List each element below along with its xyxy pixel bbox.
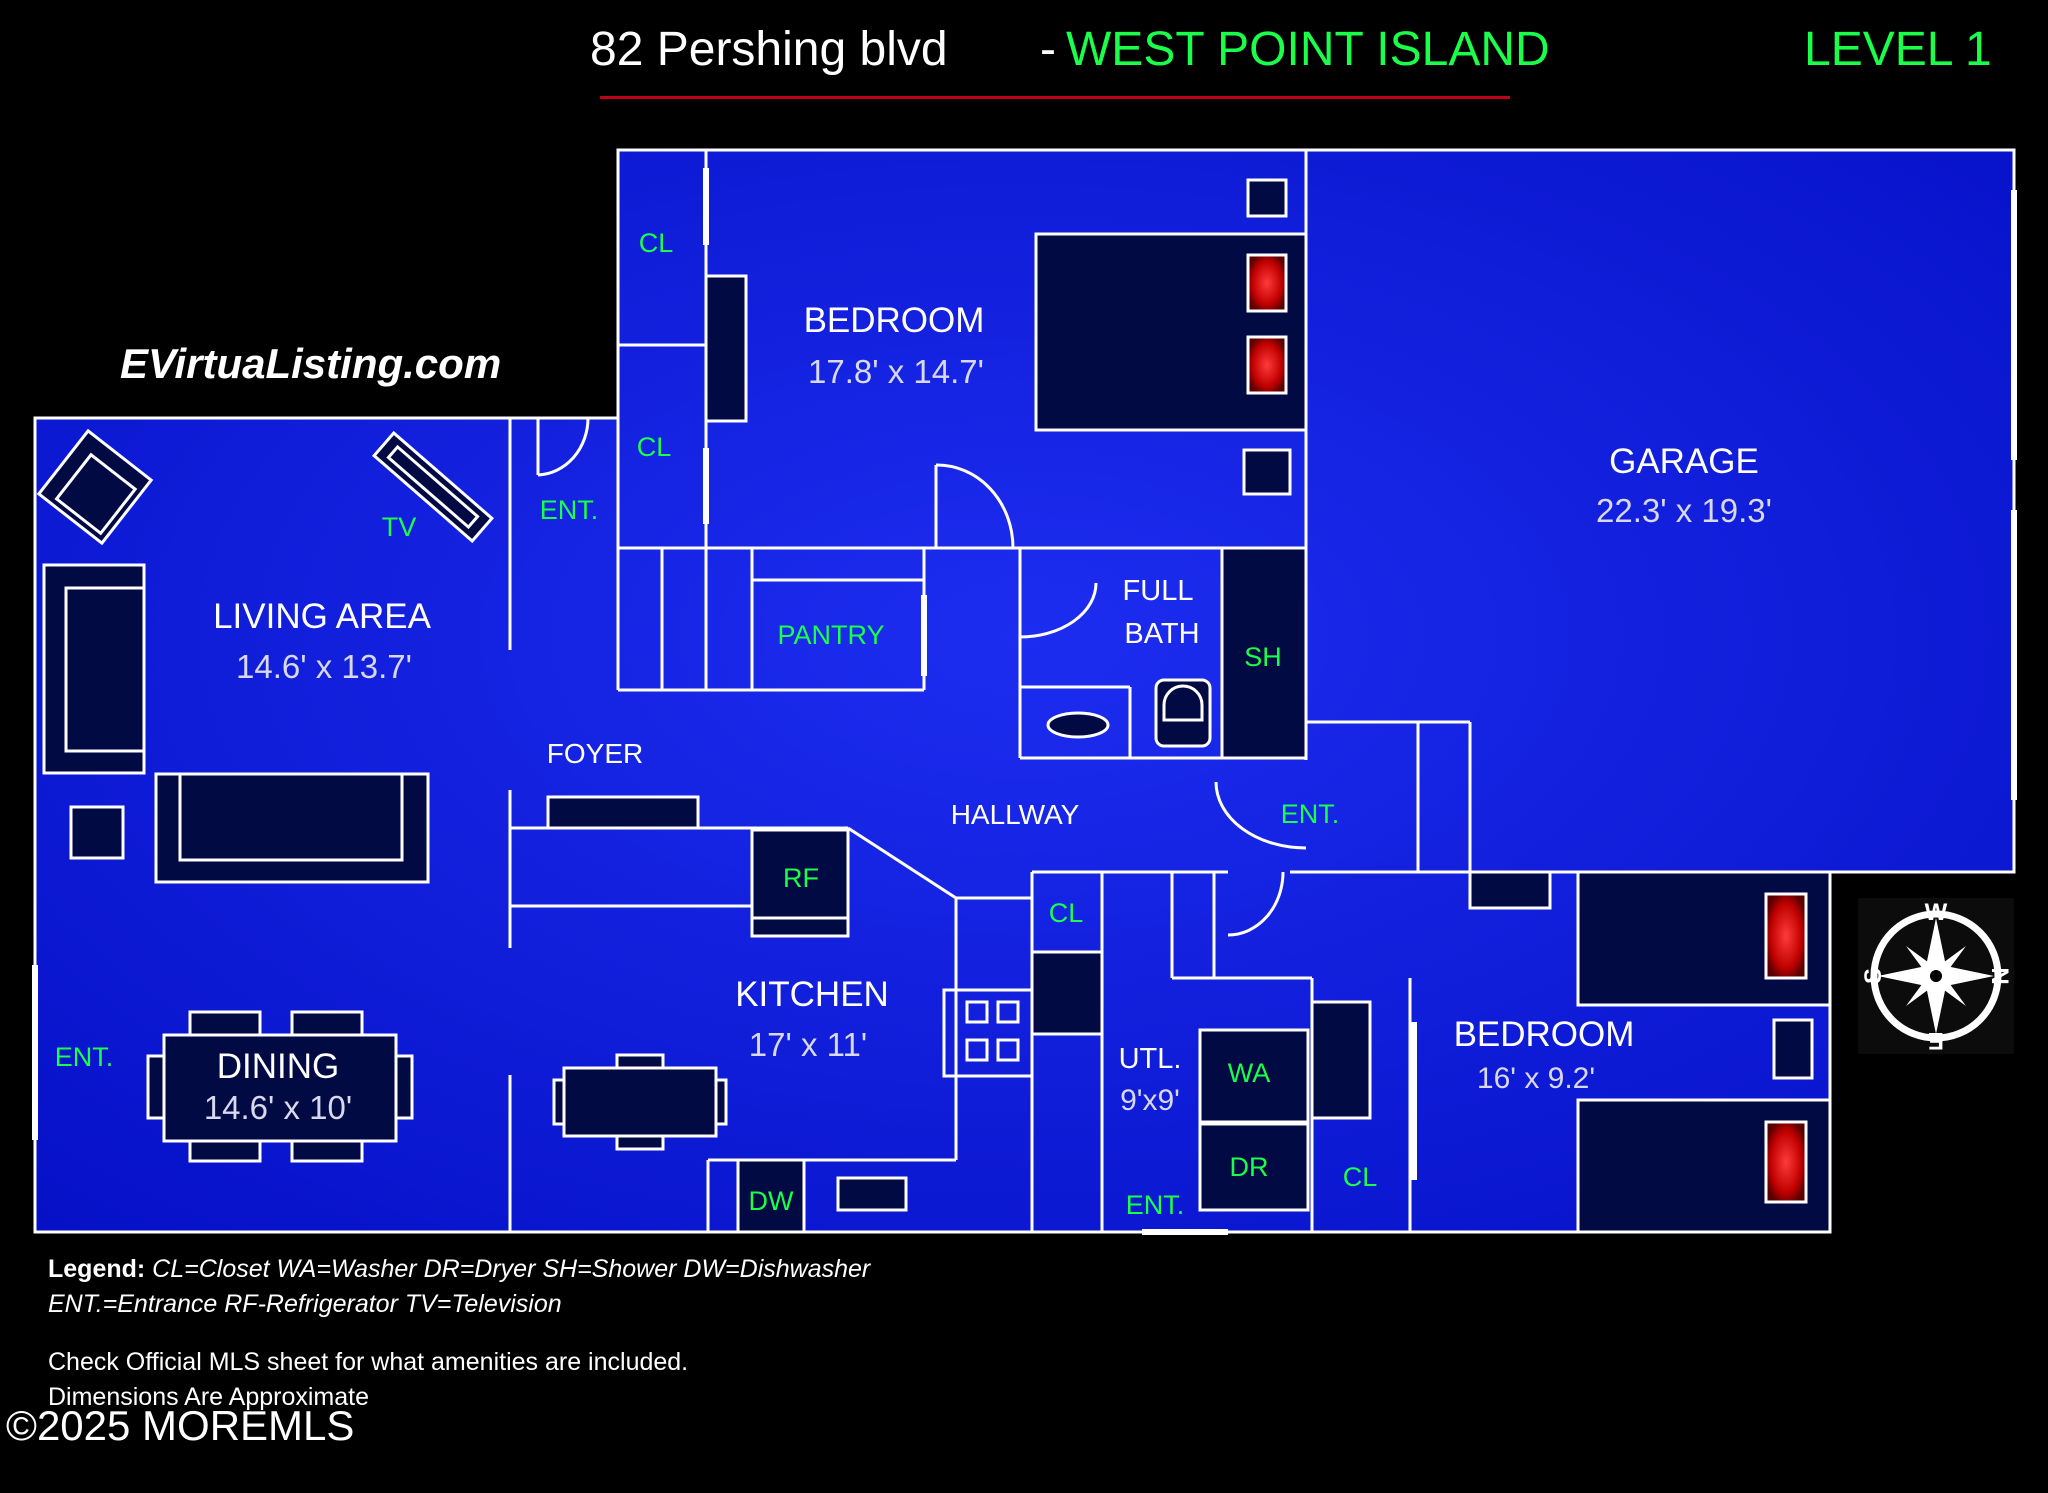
stove-burners xyxy=(965,1000,1020,1062)
compass-letter-n: N xyxy=(1986,967,2013,984)
room-name-foyer: FOYER xyxy=(547,738,643,769)
label-entrance-foyer: ENT. xyxy=(540,495,599,525)
label-shower: SH xyxy=(1244,642,1282,672)
room-name-hallway: HALLWAY xyxy=(951,799,1080,830)
title-separator: - xyxy=(1040,23,1056,76)
title-place: WEST POINT ISLAND xyxy=(1066,23,1550,76)
room-name-dining: DINING xyxy=(217,1047,340,1086)
label-entrance-dining: ENT. xyxy=(55,1042,114,1072)
room-name-bath-line2: BATH xyxy=(1124,618,1199,650)
room-dims-bedroom-2: 16' x 9.2' xyxy=(1477,1062,1595,1095)
label-closet-1: CL xyxy=(639,228,674,258)
furniture xyxy=(42,178,1832,1234)
room-name-garage: GARAGE xyxy=(1609,442,1759,481)
room-name-bedroom-main: BEDROOM xyxy=(804,301,985,340)
room-name-kitchen: KITCHEN xyxy=(735,975,889,1014)
room-dims-bedroom-main: 17.8' x 14.7' xyxy=(808,353,984,390)
note-mls: Check Official MLS sheet for what amenit… xyxy=(48,1348,689,1376)
copyright: ©2025 MOREMLS xyxy=(6,1402,355,1449)
room-name-bath-line1: FULL xyxy=(1123,575,1194,607)
label-refrigerator: RF xyxy=(783,863,819,893)
label-tv: TV xyxy=(382,512,417,542)
compass-letter-w: W xyxy=(1925,899,1948,926)
legend-text-1: CL=Closet WA=Washer DR=Dryer SH=Shower D… xyxy=(152,1255,871,1283)
tv-console xyxy=(371,430,495,544)
label-closet-kitchen: CL xyxy=(1049,898,1084,928)
label-closet-2: CL xyxy=(637,432,672,462)
room-name-living: LIVING AREA xyxy=(213,597,432,636)
label-closet-bedroom-2: CL xyxy=(1343,1162,1378,1192)
compass-letter-s: S xyxy=(1860,968,1887,984)
title-level: LEVEL 1 xyxy=(1804,23,1992,76)
label-pantry: PANTRY xyxy=(777,620,884,650)
compass-rose xyxy=(1858,898,2014,1054)
toilet xyxy=(1154,678,1212,748)
label-washer: WA xyxy=(1228,1058,1271,1088)
room-dims-utility: 9'x9' xyxy=(1120,1084,1180,1117)
legend-line-1: Legend: CL=Closet WA=Washer DR=Dryer SH=… xyxy=(48,1255,870,1284)
legend-line-2: ENT.=Entrance RF-Refrigerator TV=Televis… xyxy=(48,1290,562,1318)
door-swings xyxy=(536,417,1307,937)
compass-letter-e: E xyxy=(1928,1027,1944,1054)
label-entrance-garage: ENT. xyxy=(1281,799,1340,829)
window-marks xyxy=(32,168,2017,1235)
title-address: 82 Pershing blvd xyxy=(590,23,948,76)
room-dims-kitchen: 17' x 11' xyxy=(749,1026,867,1063)
room-name-bedroom-2: BEDROOM xyxy=(1454,1015,1635,1054)
armchair xyxy=(36,428,154,546)
room-name-utility: UTL. xyxy=(1119,1043,1182,1075)
room-dims-dining: 14.6' x 10' xyxy=(204,1089,352,1126)
room-dims-garage: 22.3' x 19.3' xyxy=(1596,492,1772,529)
title-underline xyxy=(600,96,1510,99)
room-dims-living: 14.6' x 13.7' xyxy=(236,648,412,685)
lamps xyxy=(1246,253,1808,1204)
note-dimensions: Dimensions Are Approximate xyxy=(48,1383,369,1411)
label-entrance-utility: ENT. xyxy=(1126,1190,1185,1220)
site-watermark: EVirtuaListing.com xyxy=(120,340,502,387)
label-dishwasher: DW xyxy=(749,1186,794,1216)
label-dryer: DR xyxy=(1230,1152,1269,1182)
sink xyxy=(1046,711,1110,739)
legend-heading: Legend: xyxy=(48,1255,146,1283)
